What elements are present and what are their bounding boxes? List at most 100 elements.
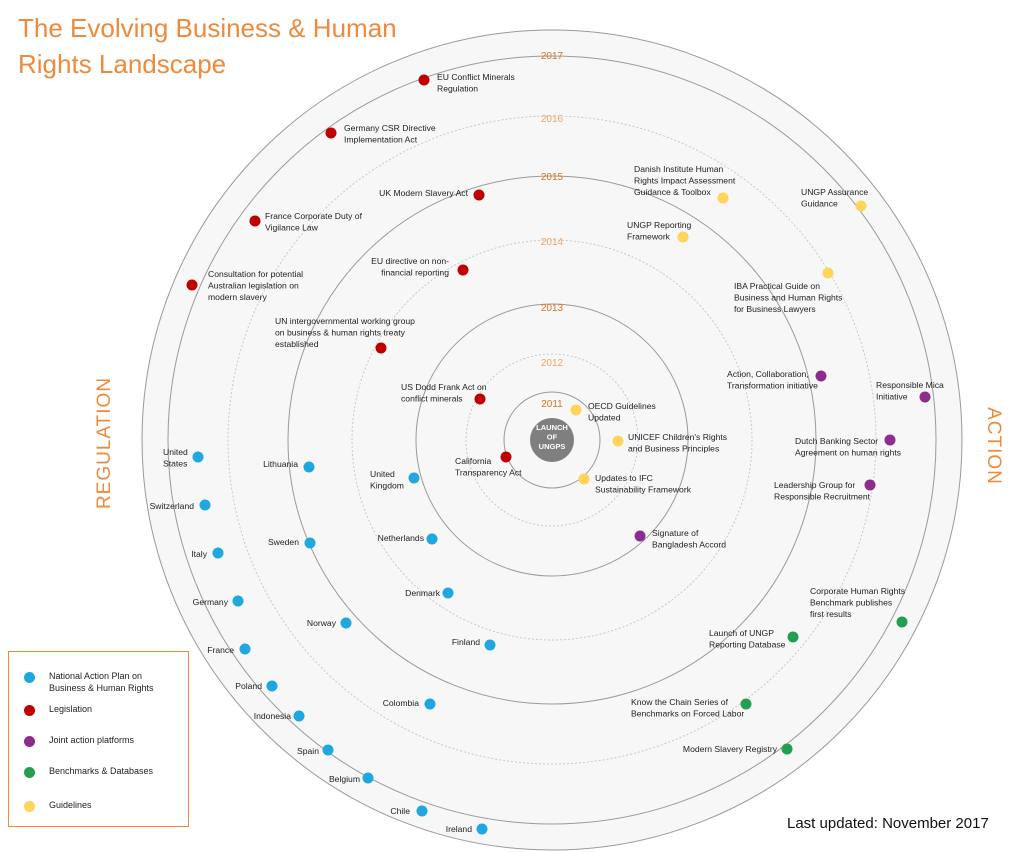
year-ring: [351, 239, 753, 641]
event-label: Netherlands: [378, 533, 424, 543]
legend-label: Guidelines: [49, 800, 92, 810]
event-dot-legislation: [325, 127, 337, 139]
event-dot-national-action-plan: [476, 823, 488, 835]
event-dot-national-action-plan: [232, 595, 244, 607]
event-label: Germany: [193, 597, 229, 607]
event-label: Modern Slavery Registry: [683, 744, 778, 754]
event-dot-national-action-plan: [416, 805, 428, 817]
event-label: UK Modern Slavery Act: [379, 188, 468, 198]
event-label: Lithuania: [263, 459, 298, 469]
event-dot-guidelines: [677, 231, 689, 243]
event-label: Belgium: [329, 774, 360, 784]
year-ring: [465, 353, 639, 527]
regulation-label: REGULATION: [94, 376, 115, 510]
year-ring: [415, 303, 689, 577]
event-label: EU directive on non-financial reporting: [371, 256, 449, 278]
event-dot-national-action-plan: [322, 744, 334, 756]
event-dot-joint-action: [634, 530, 646, 542]
event-dot-legislation: [418, 74, 430, 86]
event-dot-national-action-plan: [304, 537, 316, 549]
year-label: 2016: [541, 114, 564, 125]
event-dot-joint-action: [864, 479, 876, 491]
event-dot-joint-action: [815, 370, 827, 382]
year-ring: [227, 115, 877, 765]
year-label: 2017: [541, 51, 564, 62]
event-dot-legislation: [473, 189, 485, 201]
event-label: Colombia: [383, 698, 420, 708]
event-label: Ireland: [446, 824, 472, 834]
event-dot-national-action-plan: [239, 643, 251, 655]
year-label: 2011: [541, 399, 563, 410]
event-dot-national-action-plan: [442, 587, 454, 599]
legend-label: Legislation: [49, 704, 93, 714]
event-dot-guidelines: [717, 192, 729, 204]
year-ring: [503, 391, 601, 489]
event-label: Finland: [452, 637, 480, 647]
event-dot-joint-action: [884, 434, 896, 446]
event-dot-national-action-plan: [212, 547, 224, 559]
title-line-1: The Evolving Business & Human: [18, 13, 397, 43]
event-dot-national-action-plan: [199, 499, 211, 511]
event-dot-guidelines: [578, 473, 590, 485]
event-dot-national-action-plan: [340, 617, 352, 629]
event-label: Action, Collaboration,Transformation ini…: [727, 369, 818, 391]
event-dot-guidelines: [822, 267, 834, 279]
legend-swatch: [24, 736, 35, 747]
event-dot-national-action-plan: [266, 680, 278, 692]
legend-label: Joint action platforms: [49, 735, 135, 745]
page-title: The Evolving Business & Human Rights Lan…: [18, 10, 397, 82]
event-dot-benchmarks: [787, 631, 799, 643]
year-label: 2013: [541, 303, 564, 314]
event-dot-legislation: [457, 264, 469, 276]
center-circle: [530, 418, 574, 462]
legend-swatch: [24, 672, 35, 683]
event-dot-national-action-plan: [293, 710, 305, 722]
year-label: 2012: [541, 358, 564, 369]
event-dot-legislation: [375, 342, 387, 354]
year-label: 2014: [541, 237, 564, 248]
event-dot-legislation: [500, 451, 512, 463]
legend-swatch: [24, 705, 35, 716]
event-dot-legislation: [474, 393, 486, 405]
event-dot-guidelines: [855, 200, 867, 212]
event-dot-national-action-plan: [192, 451, 204, 463]
event-label: Spain: [297, 746, 319, 756]
year-ring: [167, 55, 937, 825]
action-label: ACTION: [983, 407, 1004, 485]
event-dot-benchmarks: [740, 698, 752, 710]
legend-label: Benchmarks & Databases: [49, 766, 154, 776]
event-label: Poland: [235, 681, 262, 691]
event-dot-guidelines: [612, 435, 624, 447]
event-dot-national-action-plan: [362, 772, 374, 784]
event-label: Chile: [390, 806, 410, 816]
legend-swatch: [24, 767, 35, 778]
event-label: Indonesia: [254, 711, 291, 721]
event-label: Switzerland: [150, 501, 195, 511]
legend-swatch: [24, 801, 35, 812]
